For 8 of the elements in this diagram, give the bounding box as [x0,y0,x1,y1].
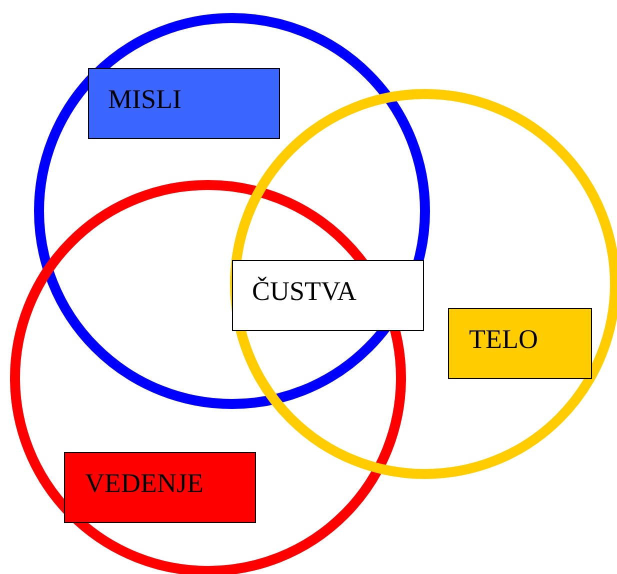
box-label: MISLI [108,84,182,115]
box-label: VEDENJE [85,468,204,499]
label-box [88,68,280,139]
box-label: ČUSTVA [252,276,357,307]
label-box [232,260,424,331]
label-box [64,452,256,523]
label-box [448,308,592,379]
box-label: TELO [469,324,538,355]
